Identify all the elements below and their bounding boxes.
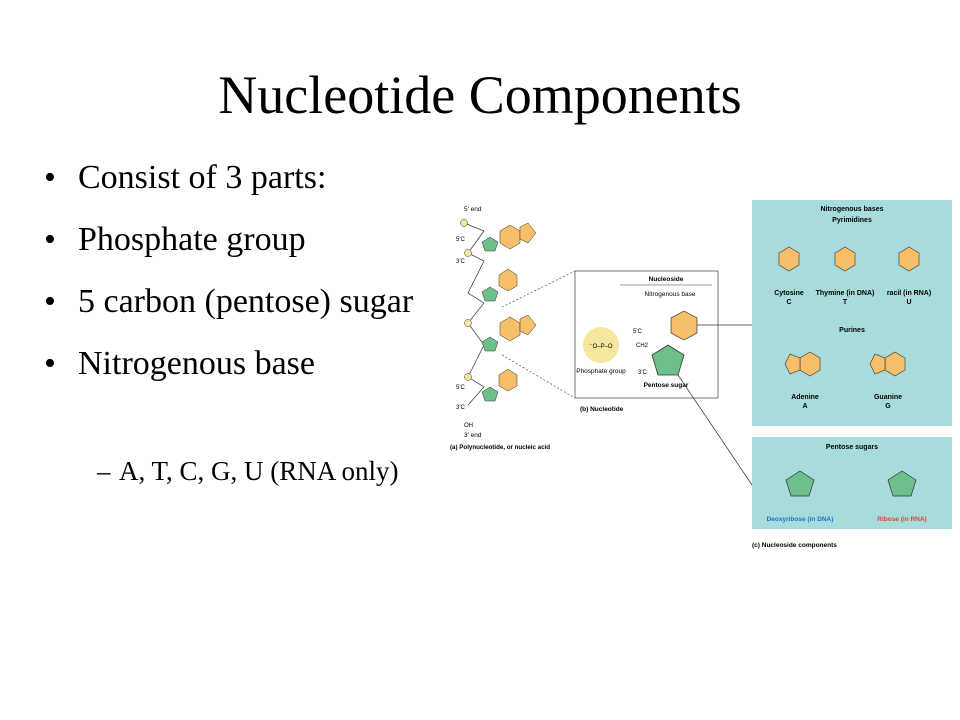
phosphate-dot: [464, 319, 472, 327]
adenine-letter: A: [802, 403, 807, 410]
cytosine-letter: C: [786, 299, 791, 306]
chain-5c: 5'C: [456, 237, 465, 243]
connector-sugar: [677, 374, 753, 486]
bullet-item: • 5 carbon (pentose) sugar: [44, 282, 434, 321]
uracil-ring: [898, 246, 920, 272]
ribose-name: Ribose (in RNA): [877, 516, 926, 523]
bullet-dot: •: [44, 345, 56, 382]
nucleotide-caption: (b) Nucleotide: [580, 406, 624, 413]
chain-sugar: [481, 286, 499, 302]
backbone: [463, 222, 485, 406]
chain-5c: 5'C: [456, 385, 465, 391]
sub-bullet-dash: –: [97, 456, 111, 486]
bullet-dot: •: [44, 159, 56, 196]
adenine-ring-5: [784, 353, 801, 375]
chain-base: [498, 268, 518, 292]
phosphate-formula: ⁻O–P–O: [589, 344, 613, 350]
slide-title: Nucleotide Components: [218, 65, 742, 125]
bullet-text: 5 carbon (pentose) sugar: [78, 283, 414, 320]
polynucleotide-caption: (a) Polynucleotide, or nucleic acid: [450, 444, 550, 451]
purines-label: Purines: [839, 327, 865, 334]
five-prime-end: 5' end: [464, 206, 482, 213]
deoxyribose-name: Deoxyribose (in DNA): [767, 516, 834, 523]
components-caption: (c) Nucleoside components: [752, 542, 837, 549]
dashed-top: [501, 270, 576, 308]
c5-label: 5'C: [633, 329, 642, 335]
chain-sugar: [481, 336, 499, 352]
bullet-item: • Consist of 3 parts:: [44, 158, 434, 197]
cytosine-ring: [778, 246, 800, 272]
chain-3c: 3'C: [456, 259, 465, 265]
deoxyribose-ring: [785, 470, 815, 497]
phosphate-dot: [464, 373, 472, 381]
bullet-text: Consist of 3 parts:: [78, 159, 327, 196]
thymine-name: Thymine (in DNA): [816, 290, 875, 297]
guanine-ring-5: [869, 353, 886, 375]
uracil-name: racil (in RNA): [887, 290, 931, 297]
chain-base: [498, 368, 518, 392]
bullet-text: Nitrogenous base: [78, 345, 316, 382]
phosphate-dot: [460, 219, 468, 227]
bullet-item: • Phosphate group: [44, 220, 434, 259]
cytosine-name: Cytosine: [774, 290, 804, 297]
chain-3c: 3'C: [456, 405, 465, 411]
sugars-panel: [752, 437, 952, 529]
chain-base: [499, 224, 521, 250]
chain-sugar: [481, 386, 499, 402]
chain-oh: OH: [464, 423, 473, 429]
bullet-item: • Nitrogenous base: [44, 344, 434, 383]
thymine-ring: [834, 246, 856, 272]
chain-sugar: [481, 236, 499, 252]
adenine-name: Adenine: [791, 394, 819, 401]
bullet-text: Phosphate group: [78, 221, 306, 258]
chain-base: [519, 222, 537, 244]
nitrogenous-base-label: Nitrogenous base: [645, 291, 696, 298]
phosphate-dot: [464, 249, 472, 257]
sub-bullet-text: A, T, C, G, U (RNA only): [119, 456, 399, 486]
bullet-dot: •: [44, 221, 56, 258]
phosphate-circle: [583, 327, 619, 363]
nucleotide-sugar: [651, 344, 685, 376]
bases-panel-title: Nitrogenous bases: [820, 206, 883, 213]
guanine-name: Guanine: [874, 394, 902, 401]
bases-panel: [752, 200, 952, 426]
pentose-sugar-label: Pentose sugar: [644, 382, 689, 389]
ch2-label: CH2: [636, 343, 649, 349]
thymine-letter: T: [843, 299, 848, 306]
sub-bullet: –A, T, C, G, U (RNA only): [97, 452, 459, 490]
nucleoside-label: Nucleoside: [649, 276, 684, 283]
nucleotide-figure: Nitrogenous bases Pyrimidines Cytosine C…: [450, 200, 952, 549]
bullet-list: • Consist of 3 parts: • Phosphate group • 5…: [44, 158, 434, 406]
guanine-letter: G: [885, 403, 891, 410]
chain-base: [519, 314, 537, 336]
chain-base: [499, 316, 521, 342]
three-prime-end: 3' end: [464, 432, 482, 439]
uracil-letter: U: [906, 299, 911, 306]
phosphate-group-label: Phosphate group: [576, 368, 626, 375]
c3-label: 3'C: [638, 370, 647, 376]
pyrimidines-label: Pyrimidines: [832, 217, 872, 224]
ribose-ring: [887, 470, 917, 497]
nucleotide-base-hex: [670, 310, 698, 341]
sugars-panel-title: Pentose sugars: [826, 444, 878, 451]
bullet-dot: •: [44, 283, 56, 320]
